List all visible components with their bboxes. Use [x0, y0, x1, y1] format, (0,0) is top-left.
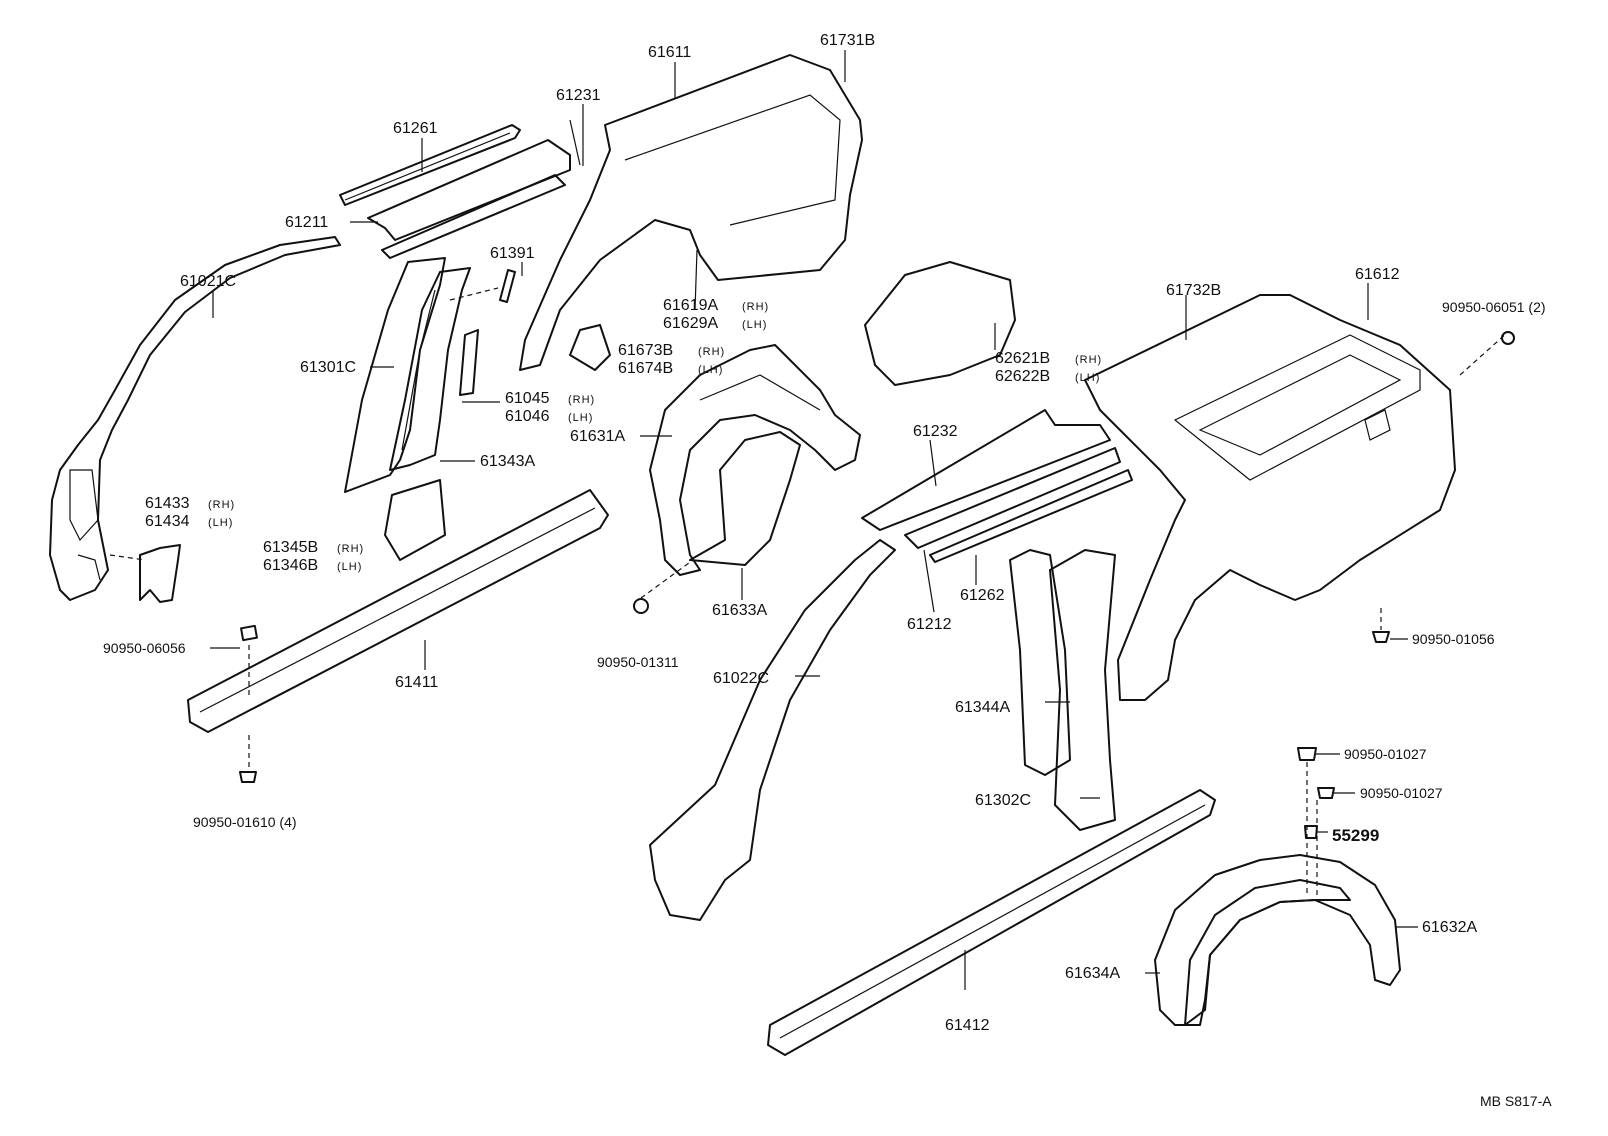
part-61045 — [459, 329, 479, 396]
label-61345B: 61345B — [263, 539, 318, 556]
part-61021C — [49, 236, 341, 601]
part-61391 — [499, 269, 516, 303]
label-61211: 61211 — [285, 214, 328, 231]
tag-lh: (LH) — [698, 364, 723, 376]
part-61611 — [519, 54, 863, 371]
plug-icon — [633, 598, 649, 614]
label-62622B: 62622B — [995, 368, 1050, 385]
part-61633A — [689, 431, 801, 566]
tag-rh: (RH) — [742, 301, 769, 313]
part-61634A — [1154, 854, 1401, 1026]
tag-lh: (LH) — [337, 561, 362, 573]
tag-lh: (LH) — [568, 412, 593, 424]
label-61619A: 61619A — [663, 297, 718, 314]
part-61232 — [861, 409, 1111, 531]
part-labels: 61611 61731B 61231 61261 61211 61021C 61… — [103, 32, 1552, 1109]
part-61211 — [367, 139, 571, 259]
plug-icon — [1501, 331, 1515, 345]
label-61021C: 61021C — [180, 273, 236, 290]
label-61232: 61232 — [913, 423, 958, 440]
part-61231 — [569, 119, 581, 166]
label-61346B: 61346B — [263, 557, 318, 574]
part-61673B — [569, 324, 611, 371]
tag-rh: (RH) — [698, 346, 725, 358]
label-90950-01027: 90950-01027 — [1344, 746, 1427, 762]
part-61022C — [649, 539, 896, 921]
part-62621B — [864, 261, 1016, 386]
label-61212: 61212 — [907, 616, 952, 633]
part-61411 — [187, 489, 609, 733]
label-61674B: 61674B — [618, 360, 673, 377]
label-61231: 61231 — [556, 87, 601, 104]
label-90950-01056: 90950-01056 — [1412, 631, 1495, 647]
label-61631A: 61631A — [570, 428, 625, 445]
bolt-icon — [1304, 825, 1318, 839]
part-61632A — [1184, 879, 1351, 1026]
label-61411: 61411 — [395, 674, 438, 691]
label-61632A: 61632A — [1422, 919, 1477, 936]
label-61343A: 61343A — [480, 453, 535, 470]
clip-icon — [240, 624, 258, 642]
tag-rh: (RH) — [208, 499, 235, 511]
label-61433: 61433 — [145, 495, 190, 512]
clip-icon — [1317, 787, 1335, 799]
part-61631A — [649, 344, 861, 576]
clip-icon — [1297, 747, 1317, 761]
part-61301C — [344, 257, 471, 493]
label-61261: 61261 — [393, 120, 438, 137]
part-61345B — [384, 479, 446, 561]
label-61629A: 61629A — [663, 315, 718, 332]
tag-lh: (LH) — [1075, 372, 1100, 384]
label-61732B: 61732B — [1166, 282, 1221, 299]
label-61412: 61412 — [945, 1017, 990, 1034]
reference-code: MB S817-A — [1480, 1093, 1552, 1109]
part-61612 — [1084, 294, 1456, 701]
tag-lh: (LH) — [208, 517, 233, 529]
part-61344A — [1009, 549, 1116, 831]
label-90950-06051: 90950-06051 (2) — [1442, 299, 1546, 315]
label-62621B: 62621B — [995, 350, 1050, 367]
label-61673B: 61673B — [618, 342, 673, 359]
label-61022C: 61022C — [713, 670, 769, 687]
label-90950-06056: 90950-06056 — [103, 640, 186, 656]
label-61046: 61046 — [505, 408, 550, 425]
label-55299: 55299 — [1332, 826, 1379, 845]
part-61433 — [139, 544, 181, 603]
label-90950-01027: 90950-01027 — [1360, 785, 1443, 801]
label-61045: 61045 — [505, 390, 550, 407]
tag-rh: (RH) — [1075, 354, 1102, 366]
tag-lh: (LH) — [742, 319, 767, 331]
part-61412 — [767, 789, 1216, 1056]
label-61302C: 61302C — [975, 792, 1031, 809]
label-61731B: 61731B — [820, 32, 875, 49]
label-61612: 61612 — [1355, 266, 1400, 283]
part-61261 — [339, 124, 521, 206]
clip-icon — [1372, 631, 1390, 643]
part-61212 — [904, 447, 1133, 563]
label-61611: 61611 — [648, 44, 691, 61]
tag-rh: (RH) — [337, 543, 364, 555]
label-61262: 61262 — [960, 587, 1005, 604]
label-61391: 61391 — [490, 245, 535, 262]
bolt-icon — [239, 771, 257, 783]
label-61634A: 61634A — [1065, 965, 1120, 982]
label-90950-01610: 90950-01610 (4) — [193, 814, 297, 830]
tag-rh: (RH) — [568, 394, 595, 406]
label-61301C: 61301C — [300, 359, 356, 376]
leader-lines — [109, 50, 1509, 990]
label-90950-01311: 90950-01311 — [597, 654, 679, 670]
label-61434: 61434 — [145, 513, 190, 530]
label-61633A: 61633A — [712, 602, 767, 619]
label-61344A: 61344A — [955, 699, 1010, 716]
